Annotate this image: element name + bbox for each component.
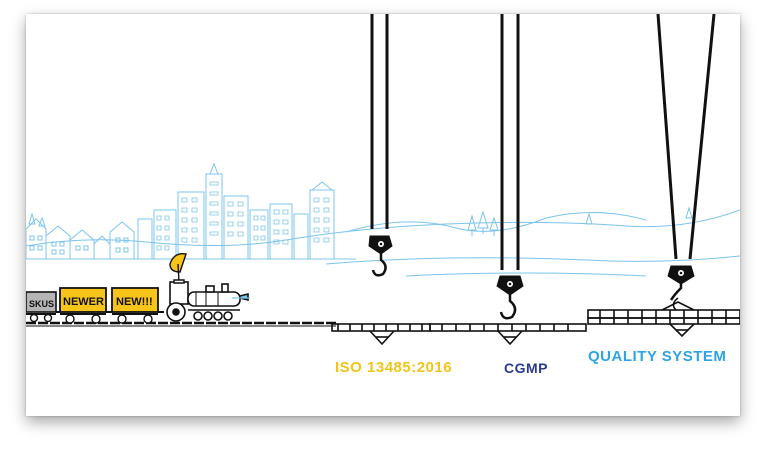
crane-hook-2 [496,14,524,320]
train-car-new: NEW!!! [111,287,159,324]
train-car-label: SKUS [29,299,54,309]
satellite-dish-icon [169,253,187,284]
crane-hook-1 [368,14,393,277]
train-car-skus: SKUS [26,291,57,323]
train-car-label: NEWER [63,296,104,308]
train: SKUS NEWER NEW!!! [26,253,250,324]
city-skyline [26,162,740,277]
bridge-segment-2 [429,323,587,346]
scene-frame: SKUS NEWER NEW!!! [26,14,740,416]
train-car-label: NEW!!! [116,296,153,308]
railway-track [26,321,336,327]
quality-system-label: QUALITY SYSTEM [588,348,727,365]
bridge-segment-3 [587,297,740,338]
train-car-newer: NEWER [59,287,107,324]
iso-13485-label: ISO 13485:2016 [335,359,453,376]
bridge-segment-1 [331,323,431,346]
crane-hook-3 [656,14,716,301]
locomotive-icon [166,281,250,322]
cgmp-label: CGMP [504,360,548,376]
construction-scene: SKUS NEWER NEW!!! [26,14,740,346]
